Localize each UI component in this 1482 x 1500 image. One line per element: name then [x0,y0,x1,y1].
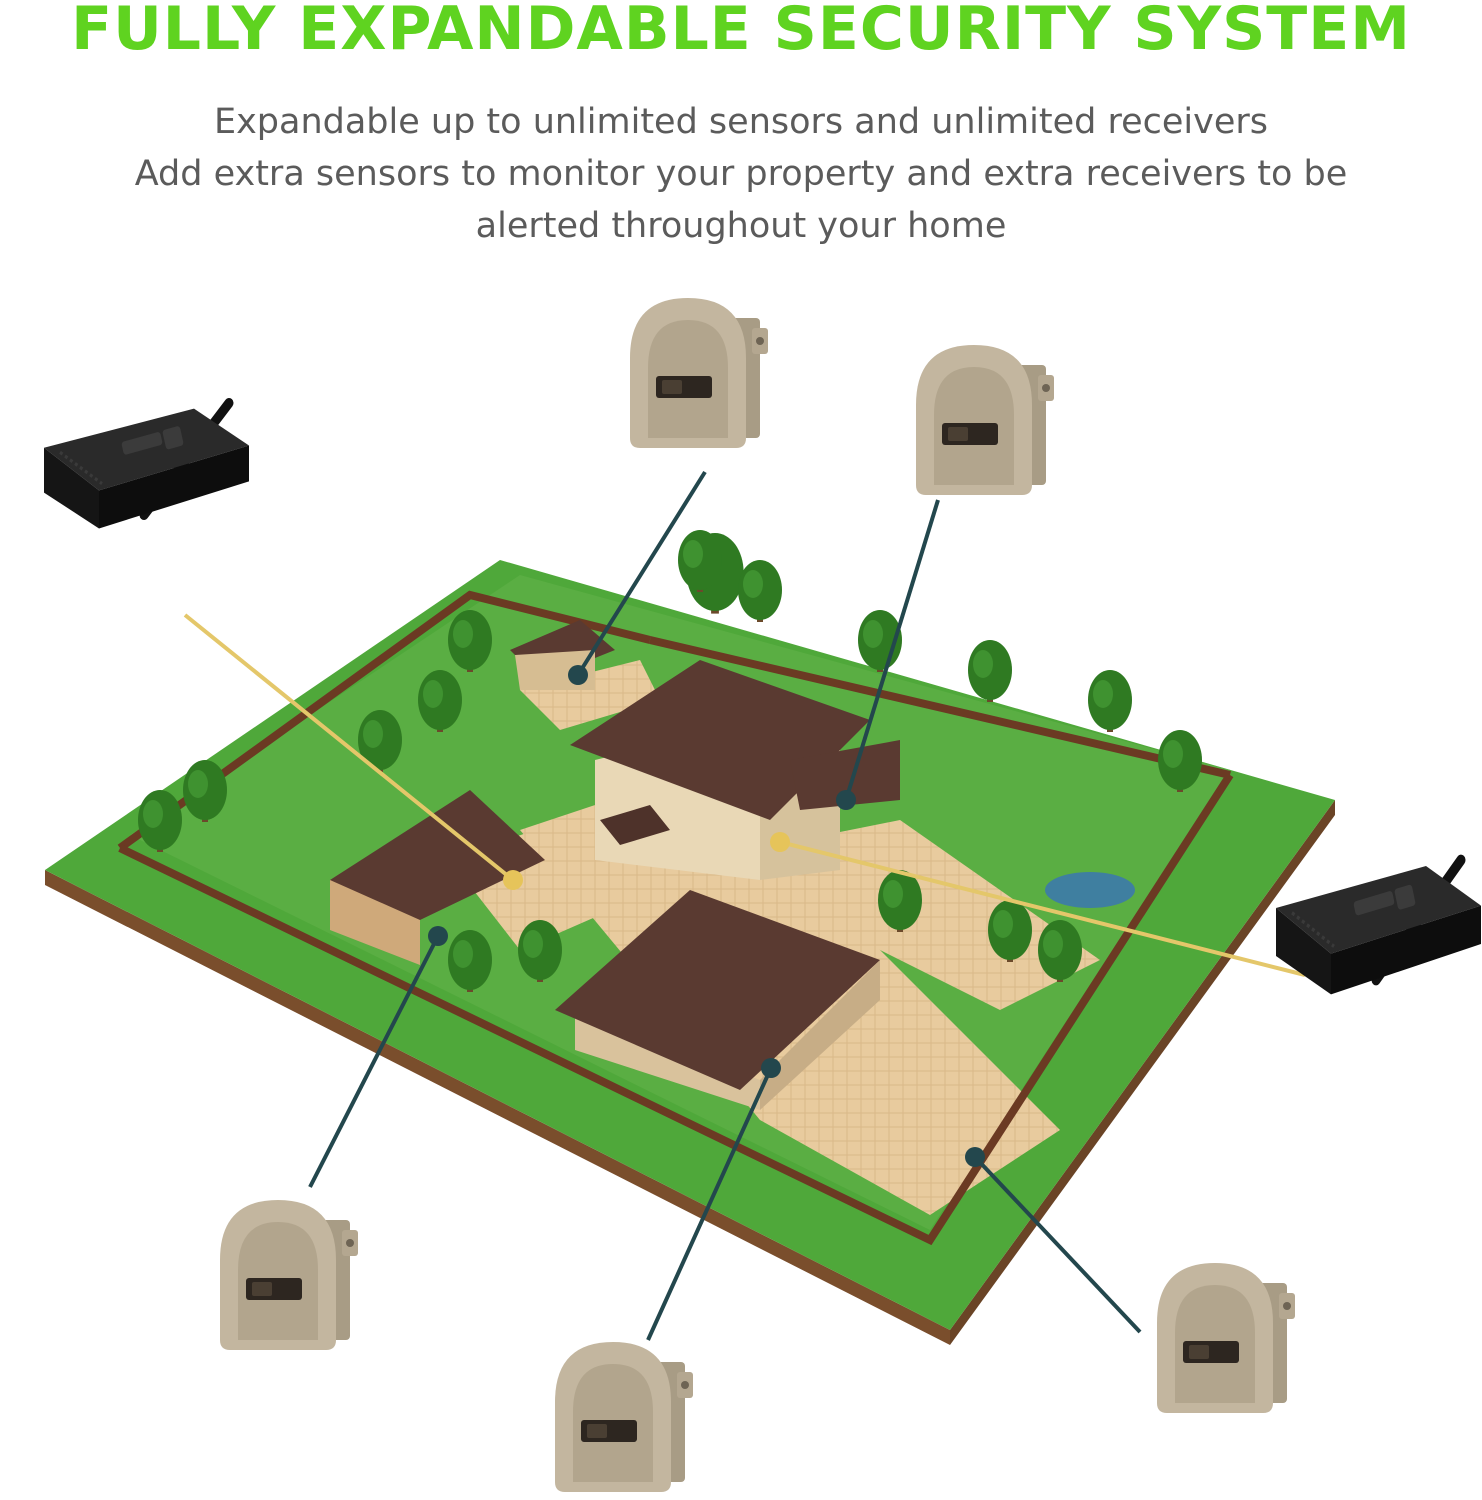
subtitle-line-1: Expandable up to unlimited sensors and u… [213,102,1269,142]
motion-sensor-icon [220,1200,358,1350]
motion-sensor-icon [630,298,768,448]
receiver-links [183,613,1306,977]
subtitle: Expandable up to unlimited sensors and u… [0,96,1482,252]
sensor-link-dots [428,665,985,1167]
subtitle-line-2: Add extra sensors to monitor your proper… [134,154,1348,194]
receiver-link-dots [503,832,790,890]
headline: FULLY EXPANDABLE SECURITY SYSTEM [71,0,1411,64]
receiver-icon [1276,860,1481,994]
receiver-icon [44,403,249,528]
motion-sensor-icon [555,1342,693,1492]
pond [1045,872,1135,908]
shed [330,790,545,965]
garage [555,890,880,1110]
sensor-links [308,470,1142,1341]
motion-sensor-icon [916,345,1054,495]
subtitle-line-3: alerted throughout your home [475,206,1007,246]
motion-sensor-icon [1157,1263,1295,1413]
main-house [570,660,900,880]
